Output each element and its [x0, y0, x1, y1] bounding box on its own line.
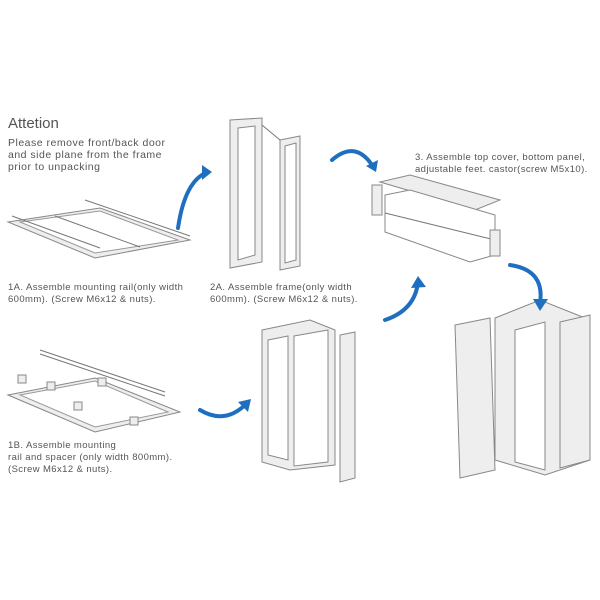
frame-2a-illustration: [229, 117, 301, 271]
arrow-1b-to-2b-icon: [198, 402, 248, 419]
arrow-2a-to-3-icon: [330, 149, 374, 167]
attention-note: Please remove front/back door and side p…: [8, 137, 166, 173]
full-cabinet-illustration: [454, 299, 591, 479]
step-2a-caption: 2A. Assemble frame(only width 600mm). (S…: [210, 282, 358, 305]
attention-title: Attetion: [8, 115, 59, 132]
arrow-1a-to-2a-icon: [176, 170, 210, 230]
step-3-caption: 3. Assemble top cover, bottom panel, adj…: [415, 152, 588, 175]
step-1b-caption: 1B. Assemble mounting rail and spacer (o…: [8, 440, 173, 475]
top-bottom-assembly-illustration: [371, 174, 502, 263]
arrow-3-to-4-icon: [508, 263, 543, 305]
cabinet-frame-illustration: [261, 319, 356, 483]
rail-spacer-1b-illustration: [6, 349, 182, 433]
rail-frame-1a-illustration: [6, 199, 192, 259]
flow-arrows: [176, 149, 548, 419]
step-1a-caption: 1A. Assemble mounting rail(only width 60…: [8, 282, 184, 305]
